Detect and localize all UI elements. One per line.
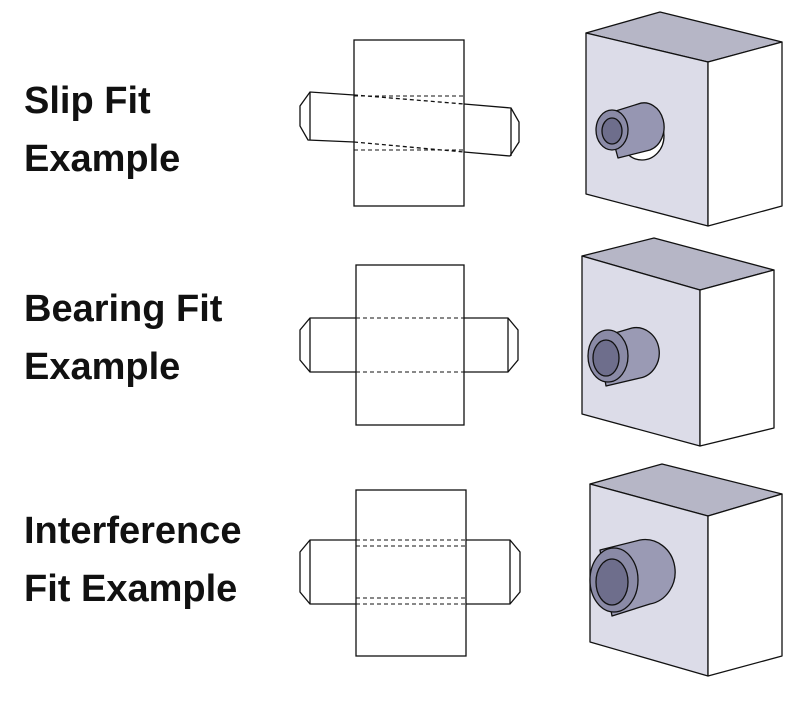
- pin-outline: [299, 91, 355, 143]
- block-outline: [355, 264, 465, 426]
- interference-fit-drawings: [299, 463, 783, 677]
- interference-fit-3d-view: [589, 463, 783, 677]
- pin-chamfer: [595, 558, 629, 606]
- slip-fit-side-view: [299, 39, 520, 207]
- slip-fit-drawings: [299, 11, 783, 227]
- hidden-line: [353, 94, 465, 105]
- fit-label-line-1: Bearing Fit: [24, 288, 223, 330]
- slip-fit-3d-view: [585, 11, 783, 227]
- fit-label-slip: Slip Fit Example: [24, 72, 180, 188]
- pin-outline: [466, 539, 521, 605]
- fit-row-interference: Interference Fit Example: [0, 462, 800, 692]
- pin-chamfer: [601, 117, 623, 145]
- fit-row-slip: Slip Fit Example: [0, 0, 800, 230]
- interference-fit-side-view: [299, 489, 521, 657]
- block-side-face: [699, 269, 775, 447]
- fit-label-line-2: Example: [24, 346, 181, 388]
- block-side-face: [707, 493, 783, 677]
- pin-outline: [464, 317, 519, 373]
- bearing-fit-side-view: [299, 264, 519, 426]
- fit-label-line-1: Interference: [24, 510, 242, 552]
- fit-label-line-2: Example: [24, 138, 181, 180]
- block-outline: [353, 39, 465, 207]
- pin-chamfer: [592, 339, 620, 377]
- block-outline: [355, 489, 467, 657]
- pin-outline: [463, 103, 520, 157]
- fit-label-line-2: Fit Example: [24, 568, 238, 610]
- bearing-fit-3d-view: [581, 237, 775, 447]
- fit-label-interference: Interference Fit Example: [24, 502, 242, 618]
- pin-outline: [299, 317, 356, 373]
- pin-outline: [299, 539, 356, 605]
- fit-row-bearing: Bearing Fit Example: [0, 232, 800, 462]
- block-side-face: [707, 41, 783, 227]
- bearing-fit-drawings: [299, 237, 775, 447]
- fit-label-bearing: Bearing Fit Example: [24, 280, 222, 396]
- fit-label-line-1: Slip Fit: [24, 80, 151, 122]
